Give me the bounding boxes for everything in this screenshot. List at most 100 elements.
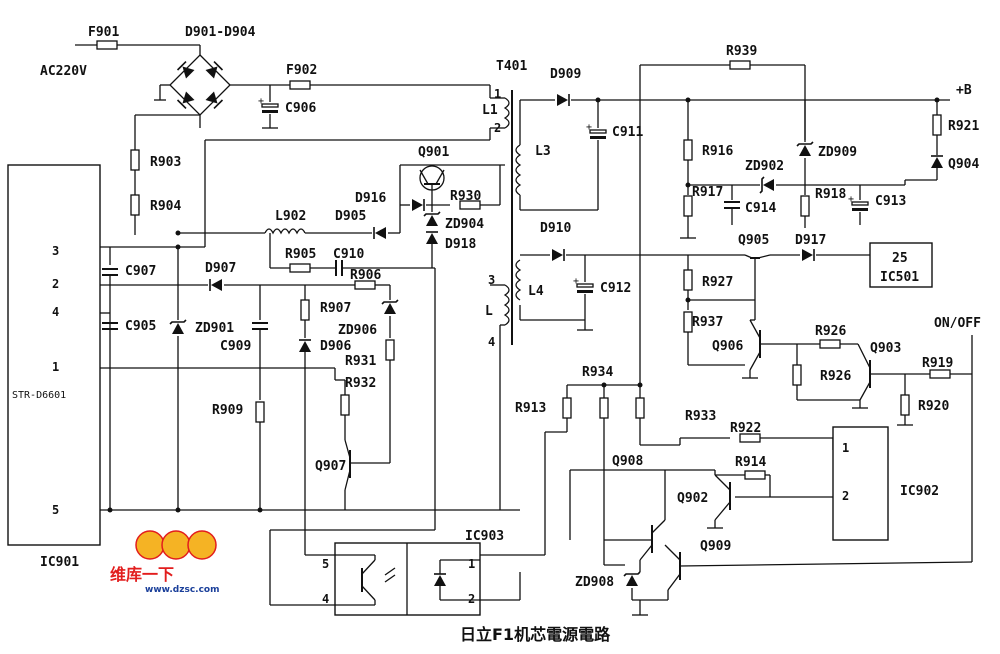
ic901-pin-3: 3 [52,244,59,258]
label-R904: R904 [150,199,181,214]
watermark-url: www.dzsc.com [145,585,219,595]
label-D918: D918 [445,237,476,252]
label-R939: R939 [726,44,757,59]
ic501-line2: IC501 [880,270,919,285]
ic903-ref: IC903 [465,529,504,544]
label-D910: D910 [540,221,571,236]
label-D906: D906 [320,339,351,354]
label-Q906: Q906 [712,339,743,354]
label-R931: R931 [345,354,376,369]
label-C913: C913 [875,194,906,209]
plus-b-label: +B [956,83,972,98]
label-R919: R919 [922,356,953,371]
ic501-line1: 25 [892,251,908,266]
label-R934: R934 [582,365,613,380]
label-R905: R905 [285,247,316,262]
label-C911: C911 [612,125,643,140]
ic902-pin-2: 2 [842,489,849,503]
label-D916: D916 [355,191,386,206]
label-R932: R932 [345,376,376,391]
ic903-pin-4: 4 [322,592,329,606]
winding-L: L [485,304,493,319]
ic902-pin-1: 1 [842,441,849,455]
q907-section: R907 D906 R906 ZD906 R931 R932 Q907 [298,268,399,556]
ic903-pin-5: 5 [322,557,329,571]
transformer-pin-1: 1 [494,87,501,101]
label-C909: C909 [220,339,251,354]
label-ZD904: ZD904 [445,217,484,232]
label-R914: R914 [735,455,766,470]
label-R916: R916 [702,144,733,159]
watermark-text: 维库一下 [110,565,174,584]
q901-section: D916 Q901 R930 ZD904 D918 [269,145,505,606]
label-D907: D907 [205,261,236,276]
label-F901: F901 [88,25,119,40]
watermark-logo: 维库一下 www.dzsc.com [110,530,219,595]
label-R909: R909 [212,403,243,418]
label-C910: C910 [333,247,364,262]
label-ZD909: ZD909 [818,145,857,160]
label-R926a: R926 [815,324,846,339]
label-R917: R917 [692,185,723,200]
transformer-ref: T401 [496,59,527,74]
secondary-l4: D910 C912 R927 R937 Q905 D917 25 IC501 [519,221,981,562]
winding-L3: L3 [535,144,551,159]
ic901-ref: IC901 [40,555,79,570]
label-C905: C905 [125,319,156,334]
label-C907: C907 [125,264,156,279]
label-F902: F902 [286,63,317,78]
label-R918: R918 [815,187,846,202]
label-R930: R930 [450,189,481,204]
label-R913: R913 [515,401,546,416]
ic903-pin-2: 2 [468,592,475,606]
label-ZD901: ZD901 [195,321,234,336]
bridge-rectifier [154,44,270,128]
label-Q903: Q903 [870,341,901,356]
input-section: F901 AC220V D901-D904 F902 C906 [40,25,505,235]
ic903-pin-1: 1 [468,557,475,571]
ic902-ref: IC902 [900,484,939,499]
winding-L1: L1 [482,103,498,118]
label-C914: C914 [745,201,776,216]
control-section: R934 R913 R933 R922 1 2 IC902 R9 [322,365,973,616]
winding-L4: L4 [528,284,544,299]
label-C906: C906 [285,101,316,116]
label-Q907: Q907 [315,459,346,474]
transformer-pin-4: 4 [488,335,495,349]
label-R937: R937 [692,315,723,330]
label-D901: D901-D904 [185,25,256,40]
label-C912: C912 [600,281,631,296]
diagram-caption: 日立F1机芯電源電路 [460,625,611,644]
label-R922: R922 [730,421,761,436]
label-R926b: R926 [820,369,851,384]
label-R906: R906 [350,268,381,283]
label-ZD908: ZD908 [575,575,614,590]
ic901-pin-2: 2 [52,277,59,291]
ic901-part-number: STR-D6601 [12,390,66,401]
input-voltage-label: AC220V [40,64,87,79]
label-Q908: Q908 [612,454,643,469]
transformer-pin-3: 3 [488,273,495,287]
ic901-pin-4: 4 [52,305,59,319]
label-R903: R903 [150,155,181,170]
label-R920: R920 [918,399,949,414]
ic901-pin-5: 5 [52,503,59,517]
label-D905: D905 [335,209,366,224]
label-R921: R921 [948,119,979,134]
label-Q902: Q902 [677,491,708,506]
on-off-label: ON/OFF [934,316,981,331]
secondary-plus-b: D909 +B C911 R939 R916 R917 ZD902 C91 [519,44,979,390]
primary-wiring: C907 D907 C905 ZD901 C909 R909 L902 D [100,127,520,513]
label-Q909: Q909 [700,539,731,554]
label-R933: R933 [685,409,716,424]
label-Q901: Q901 [418,145,449,160]
transformer-pin-2: 2 [494,121,501,135]
label-R927: R927 [702,275,733,290]
label-ZD906: ZD906 [338,323,377,338]
label-D917: D917 [795,233,826,248]
label-ZD902: ZD902 [745,159,784,174]
label-Q904: Q904 [948,157,979,172]
label-R907: R907 [320,301,351,316]
